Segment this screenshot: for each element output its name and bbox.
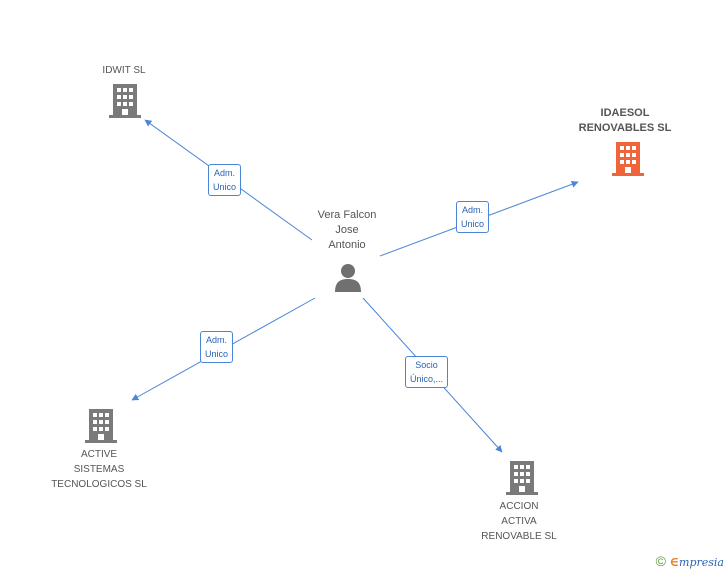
relation-label-line: Adm. [206, 335, 228, 345]
empresia-logo: © ∈mpresia [656, 553, 724, 570]
person-icon[interactable] [333, 262, 363, 292]
relation-label-line: Adm. [214, 168, 236, 178]
relation-label-line: Unico [461, 219, 485, 229]
building-icon[interactable] [85, 409, 117, 443]
company-label-line: RENOVABLES SL [578, 122, 672, 134]
person-name-line: Jose [335, 224, 359, 236]
company-label-line: IDAESOL [600, 107, 650, 119]
company-label-line: TECNOLOGICOS SL [51, 479, 147, 490]
company-label-line: ACTIVA [501, 516, 537, 527]
person-name-line: Vera Falcon [317, 209, 377, 221]
company-label-accion[interactable]: ACCION ACTIVA RENOVABLE SL [469, 499, 569, 544]
company-label-line: RENOVABLE SL [481, 531, 557, 542]
relation-label-line: Adm. [462, 205, 484, 215]
company-label-idwit[interactable]: IDWIT SL [84, 63, 164, 78]
relation-label-accion[interactable]: Socio Único,... [405, 356, 449, 388]
person-name: Vera Falcon Jose Antonio [306, 208, 388, 253]
person-name-line: Antonio [328, 239, 366, 251]
building-icon[interactable] [612, 142, 644, 176]
company-label-line: IDWIT SL [102, 65, 146, 76]
building-icon[interactable] [506, 461, 538, 495]
relation-label-line: Socio [415, 360, 438, 370]
relation-label-line: Unico [205, 349, 229, 359]
relation-label-idaesol[interactable]: Adm. Unico [456, 201, 490, 233]
empresia-e-icon: ∈ [669, 555, 680, 570]
relation-label-idwit[interactable]: Adm. Unico [208, 164, 242, 196]
company-label-active[interactable]: ACTIVE SISTEMAS TECNOLOGICOS SL [44, 447, 154, 492]
company-label-line: ACCION [499, 501, 539, 512]
copyright-icon: © [655, 553, 666, 569]
company-label-line: ACTIVE [80, 449, 118, 460]
relation-label-active[interactable]: Adm. Unico [200, 331, 234, 363]
company-label-idaesol[interactable]: IDAESOL RENOVABLES SL [570, 106, 680, 136]
company-label-line: SISTEMAS [73, 464, 125, 475]
relation-label-line: Unico [213, 182, 237, 192]
relation-label-line: Único,... [410, 374, 444, 384]
brand-name: mpresia [679, 556, 724, 569]
building-icon[interactable] [109, 84, 141, 118]
